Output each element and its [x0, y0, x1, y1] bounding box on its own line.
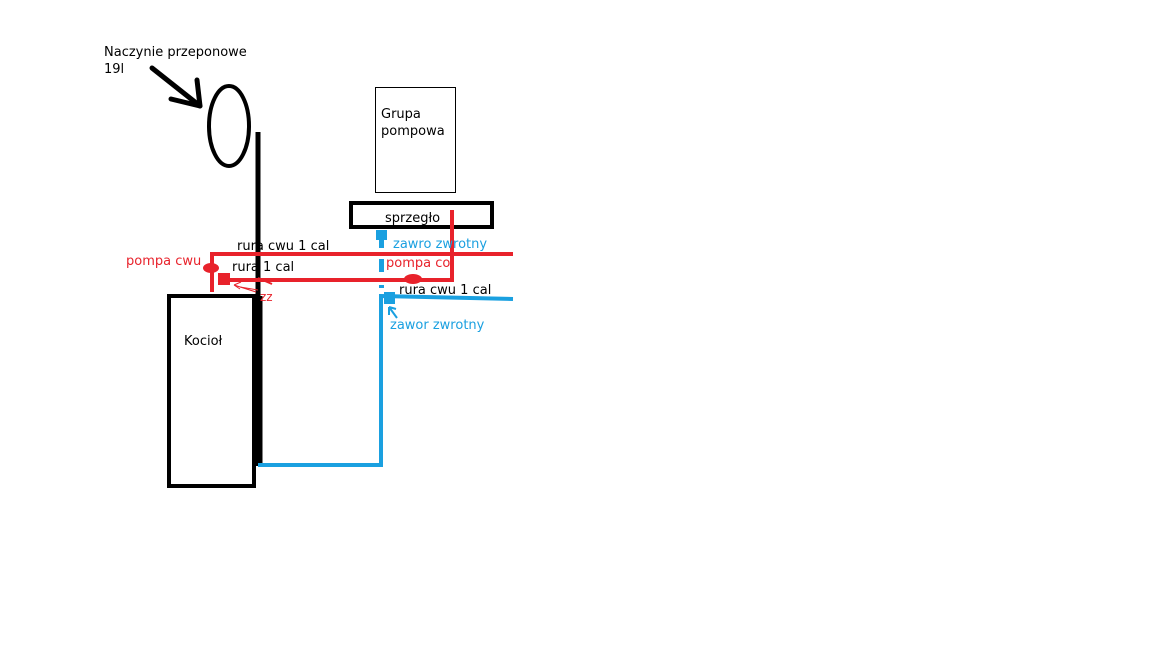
- vessel-arrow-icon: [149, 65, 203, 109]
- zz-label: zz: [260, 290, 273, 304]
- pump-co-icon: [404, 274, 422, 284]
- pump-cwu-icon: [203, 263, 219, 273]
- expansion-vessel-size: 19l: [104, 62, 125, 77]
- pipe-1cal-label: rura 1 cal: [232, 260, 295, 275]
- expansion-vessel-label: Naczynie przeponowe: [104, 45, 247, 60]
- zz-arrow-icon: [233, 281, 257, 293]
- pump-group-box: [375, 87, 456, 193]
- boiler-label: Kocioł: [184, 334, 223, 349]
- pump-co-label: pompa co: [386, 256, 451, 271]
- check-valve-arrow-icon: [388, 306, 398, 319]
- coupler-label: sprzegło: [385, 211, 441, 226]
- boiler-box: [167, 294, 256, 488]
- blue-valve-markers: [376, 230, 395, 304]
- coupler-box: [349, 201, 494, 229]
- cwu-valve-icon: [218, 273, 230, 285]
- pump-group-label-1: Grupa: [381, 107, 421, 122]
- check-valve-top-icon: [376, 230, 387, 240]
- check-valve-bottom-icon: [384, 292, 395, 304]
- pump-group-label-2: pompowa: [381, 124, 445, 139]
- check-valve-top-label: zawro zwrotny: [393, 237, 488, 252]
- check-valve-bottom-label: zawor zwrotny: [390, 318, 485, 333]
- pipe-cwu-top-label: rura cwu 1 cal: [237, 239, 330, 254]
- red-pipes: [210, 210, 513, 292]
- pump-cwu-label: pompa cwu: [126, 254, 202, 269]
- pipe-cwu-right-label: rura cwu 1 cal: [399, 283, 492, 298]
- blue-pipes: [258, 293, 514, 467]
- expansion-vessel: [207, 84, 251, 168]
